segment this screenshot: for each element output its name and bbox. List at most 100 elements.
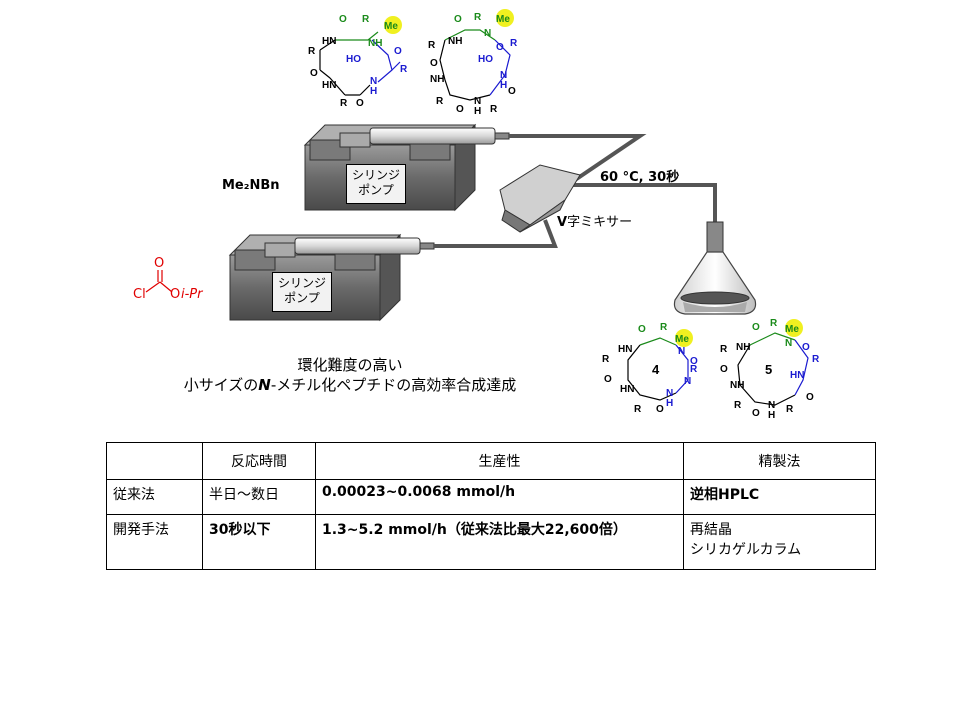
- svg-text:O: O: [720, 364, 728, 375]
- cell-method: 従来法: [106, 479, 203, 515]
- svg-text:R: R: [400, 64, 408, 75]
- svg-text:R: R: [812, 354, 820, 365]
- v-mixer: [499, 164, 581, 233]
- cell-productivity: 0.00023~0.0068 mmol/h: [315, 479, 684, 515]
- caption-line2: 小サイズのN-メチル化ペプチドの高効率合成達成: [140, 375, 560, 395]
- activator-ester-oxygen: O: [170, 287, 181, 302]
- product-5-structure: O R Me N R NH O NH R O N H R O O R HN: [720, 318, 820, 421]
- svg-text:O: O: [508, 86, 516, 97]
- pump-label-line1: シリンジ: [277, 276, 326, 290]
- activator-carbonyl-oxygen: O: [154, 256, 165, 271]
- svg-text:O: O: [430, 58, 438, 69]
- svg-text:HO: HO: [346, 54, 361, 65]
- svg-text:N: N: [684, 376, 691, 387]
- purification-item: シリカゲルカラム: [690, 542, 802, 558]
- svg-text:O: O: [356, 98, 364, 109]
- svg-text:N: N: [678, 346, 685, 357]
- cell-productivity: 1.3~5.2 mmol/h（従来法比最大22,600倍）: [315, 514, 684, 570]
- table-row: 開発手法 30秒以下 1.3~5.2 mmol/h（従来法比最大22,600倍）…: [106, 514, 876, 570]
- svg-text:R: R: [308, 46, 316, 57]
- mixer-label: V字ミキサー: [557, 211, 632, 230]
- mixer-label-rest: 字ミキサー: [567, 215, 633, 230]
- svg-text:N: N: [785, 338, 792, 349]
- svg-text:HN: HN: [322, 80, 336, 91]
- svg-text:H: H: [666, 398, 673, 409]
- svg-text:R: R: [428, 40, 436, 51]
- svg-text:Me: Me: [785, 324, 799, 335]
- svg-text:O: O: [339, 14, 347, 25]
- table-header-purification: 精製法: [683, 442, 876, 480]
- caption-line2-prefix: 小サイズの: [183, 376, 259, 394]
- svg-text:R: R: [474, 12, 482, 23]
- svg-text:O: O: [638, 324, 646, 335]
- svg-text:R: R: [660, 322, 668, 333]
- cell-purification: 再結晶シリカゲルカラム: [683, 514, 876, 570]
- tubing: [434, 134, 717, 248]
- table-header-time: 反応時間: [202, 442, 316, 480]
- chloroformate-structure: [145, 270, 173, 293]
- svg-text:O: O: [656, 404, 664, 415]
- svg-text:O: O: [454, 14, 462, 25]
- svg-text:HN: HN: [790, 370, 804, 381]
- cell-method: 開発手法: [106, 514, 203, 570]
- svg-text:H: H: [370, 86, 377, 97]
- syringe-pump-upper: [303, 123, 510, 212]
- svg-text:H: H: [500, 80, 507, 91]
- svg-text:R: R: [770, 318, 778, 329]
- svg-text:NH: NH: [430, 74, 444, 85]
- purification-item: 再結晶: [690, 522, 732, 538]
- mixer-label-prefix: V: [557, 215, 568, 230]
- peptide-structure-large-top: O R Me N R NH O NH R O N H R O HO O R N …: [428, 9, 518, 117]
- svg-text:O: O: [496, 42, 504, 53]
- svg-text:NH: NH: [736, 342, 750, 353]
- purification-item: 逆相HPLC: [690, 487, 760, 503]
- pump-label-line2: ポンプ: [284, 291, 320, 305]
- svg-text:N: N: [768, 400, 775, 411]
- svg-text:O: O: [690, 356, 698, 367]
- svg-text:HN: HN: [620, 384, 634, 395]
- peptide-structure-small-top: O R Me NH HN R O HN R O N H HO O R: [308, 14, 408, 109]
- svg-text:O: O: [802, 342, 810, 353]
- svg-text:R: R: [602, 354, 610, 365]
- svg-text:R: R: [362, 14, 370, 25]
- activator-isopropyl: i-Pr: [181, 287, 203, 302]
- svg-text:Me: Me: [675, 334, 689, 345]
- pump-label-line1: シリンジ: [351, 168, 400, 182]
- caption-line2-italic: N: [258, 376, 271, 394]
- svg-text:O: O: [752, 408, 760, 419]
- svg-text:N: N: [474, 96, 481, 107]
- svg-text:NH: NH: [368, 38, 382, 49]
- svg-text:Me: Me: [384, 21, 398, 32]
- svg-text:O: O: [310, 68, 318, 79]
- reaction-conditions: 60 °C, 30秒: [600, 170, 680, 185]
- svg-text:HN: HN: [618, 344, 632, 355]
- pump-label-line2: ポンプ: [358, 183, 394, 197]
- svg-text:NH: NH: [448, 36, 462, 47]
- svg-text:NH: NH: [730, 380, 744, 391]
- syringe-pump-lower: [228, 233, 435, 322]
- cell-purification: 逆相HPLC: [683, 479, 876, 515]
- svg-text:H: H: [768, 410, 775, 421]
- svg-text:N: N: [370, 76, 377, 87]
- svg-text:HN: HN: [322, 36, 336, 47]
- svg-text:Me: Me: [496, 14, 510, 25]
- product-5-number: 5: [765, 362, 772, 377]
- svg-text:N: N: [666, 388, 673, 399]
- svg-text:R: R: [786, 404, 794, 415]
- svg-text:R: R: [340, 98, 348, 109]
- svg-text:R: R: [720, 344, 728, 355]
- svg-text:O: O: [752, 322, 760, 333]
- caption: 環化難度の高い 小サイズのN-メチル化ペプチドの高効率合成達成: [140, 355, 560, 395]
- syringe-pump-label-lower: シリンジ ポンプ: [272, 272, 332, 312]
- svg-text:R: R: [436, 96, 444, 107]
- svg-text:H: H: [474, 106, 481, 117]
- cell-time: 半日〜数日: [202, 479, 316, 515]
- svg-text:R: R: [734, 400, 742, 411]
- cell-time: 30秒以下: [202, 514, 316, 570]
- svg-text:HO: HO: [478, 54, 493, 65]
- svg-text:O: O: [806, 392, 814, 403]
- table-header-row: 反応時間 生産性 精製法: [106, 442, 876, 480]
- caption-line2-rest: -メチル化ペプチドの高効率合成達成: [270, 376, 517, 394]
- svg-text:N: N: [484, 28, 491, 39]
- svg-text:R: R: [690, 364, 698, 375]
